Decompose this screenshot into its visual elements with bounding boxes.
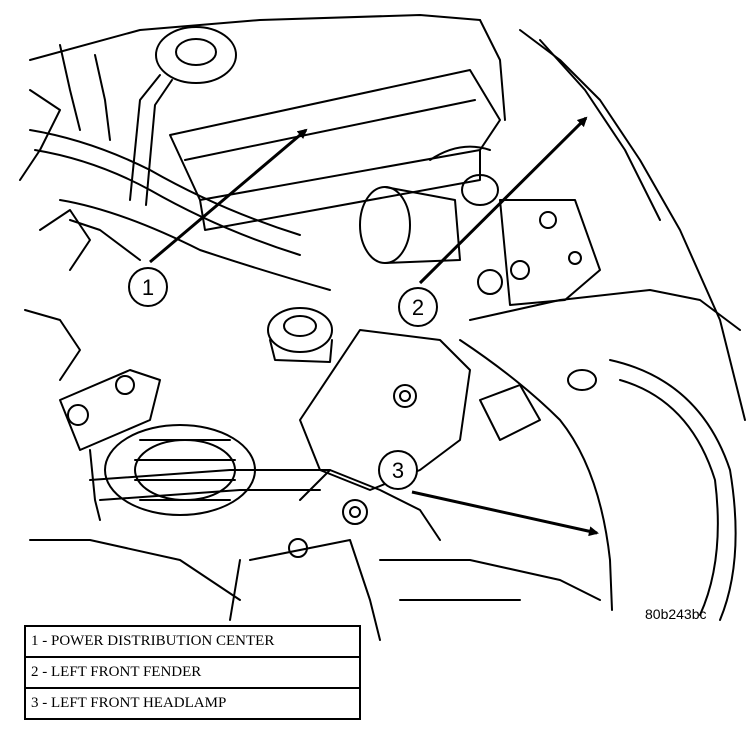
callout-number-1: 1 — [142, 275, 154, 300]
callout-circle — [378, 450, 418, 490]
legend-table: 1 - POWER DISTRIBUTION CENTER 2 - LEFT F… — [24, 625, 361, 720]
callout-2: 2 — [398, 287, 438, 327]
legend-item-3: 3 - LEFT FRONT HEADLAMP — [31, 695, 227, 711]
leader-arrow-1 — [149, 128, 308, 264]
callout-circle — [398, 287, 438, 327]
leader-arrow-3 — [411, 490, 599, 537]
figure-id-label: 80b243bc — [645, 606, 707, 622]
background-linework — [19, 14, 746, 641]
callout-circle — [128, 267, 168, 307]
legend-item-2: 2 - LEFT FRONT FENDER — [26, 658, 359, 689]
callout-3: 3 — [378, 450, 418, 490]
leader-arrow-2 — [418, 116, 588, 285]
callout-1: 1 — [128, 267, 168, 307]
callout-number-3: 3 — [392, 458, 404, 483]
callout-number-2: 2 — [412, 295, 424, 320]
leader-arrows — [149, 116, 599, 537]
legend-item-1: 1 - POWER DISTRIBUTION CENTER — [26, 627, 359, 658]
